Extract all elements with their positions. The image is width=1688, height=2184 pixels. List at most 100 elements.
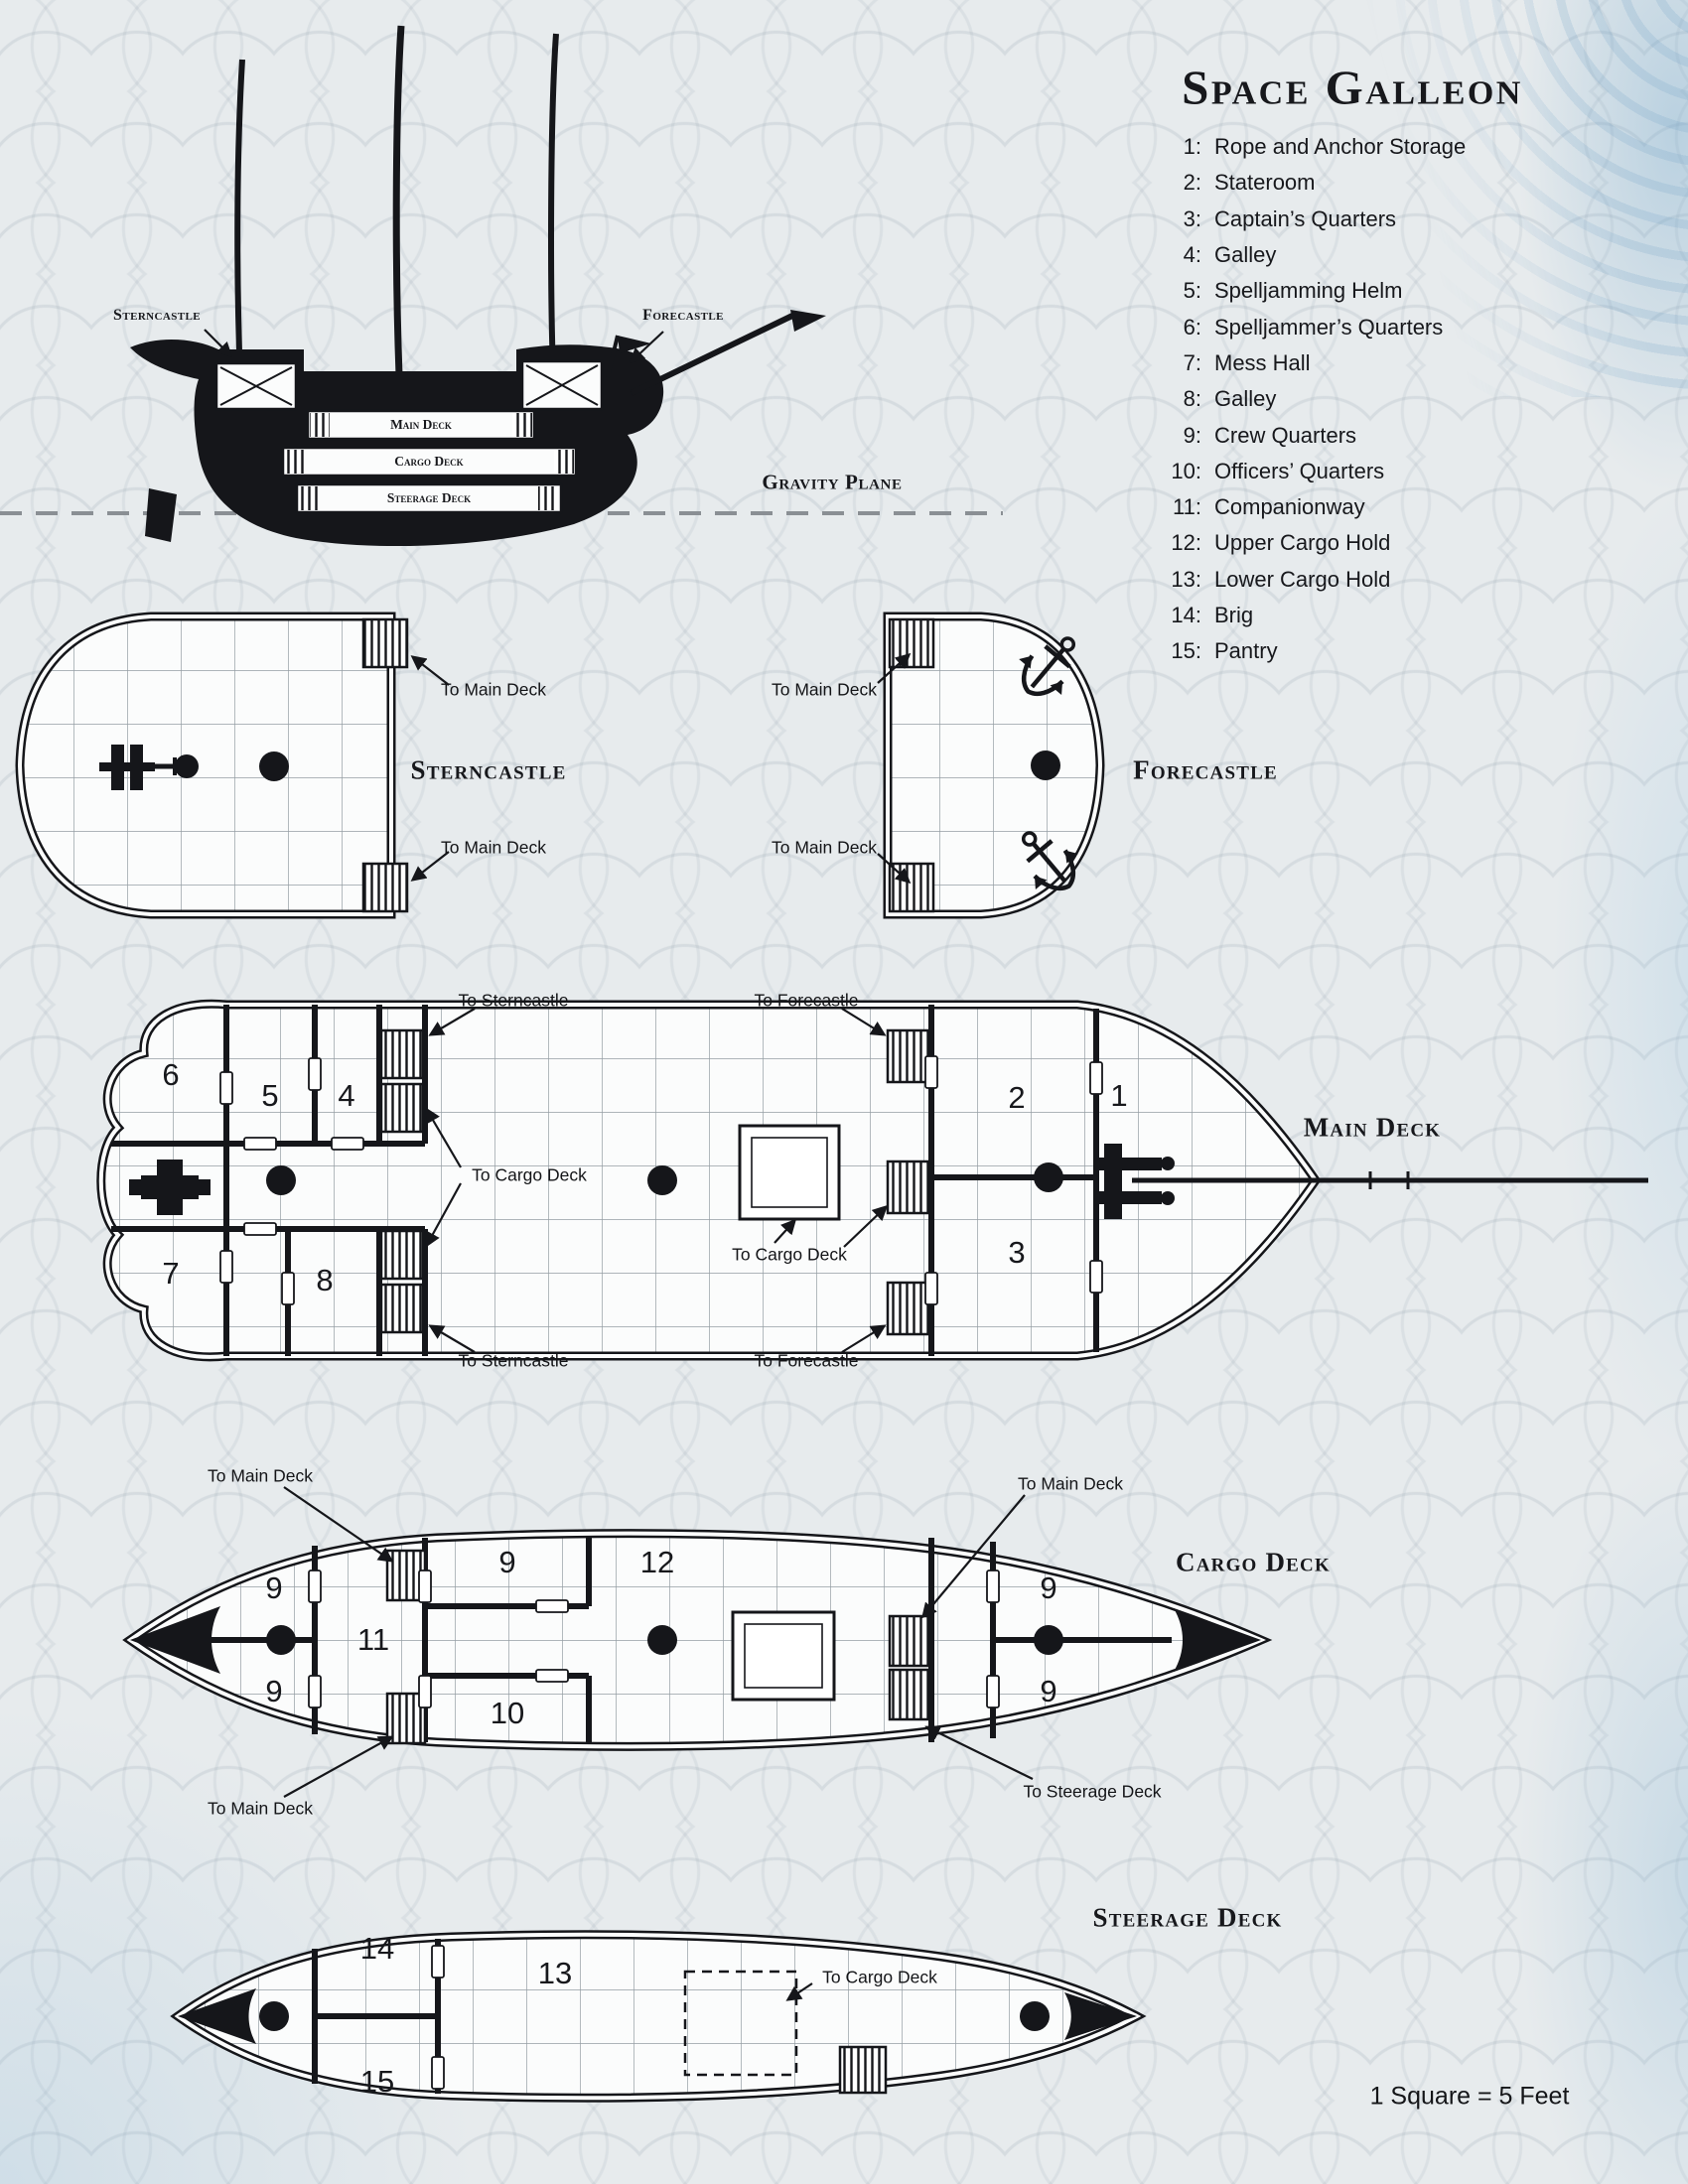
room-number-2: 2 bbox=[1008, 1080, 1026, 1115]
stairs-icon bbox=[379, 1028, 425, 1080]
cargo-hatch bbox=[738, 1124, 841, 1221]
to-main-deck-label: To Main Deck bbox=[440, 679, 547, 700]
legend-label: Rope and Anchor Storage bbox=[1214, 134, 1467, 160]
room-number-10: 10 bbox=[490, 1696, 525, 1730]
leader-arrow bbox=[785, 1982, 813, 2001]
stairs-icon bbox=[888, 1668, 931, 1721]
sterncastle-cabin bbox=[214, 361, 298, 411]
ballista-icon bbox=[99, 745, 177, 790]
room-number-12: 12 bbox=[639, 1545, 675, 1579]
legend-item: 2:Stateroom bbox=[1150, 165, 1466, 201]
leader-arrow bbox=[841, 1324, 887, 1353]
leader-arrow bbox=[425, 1182, 462, 1248]
to-forecastle-label: To Forecastle bbox=[754, 990, 859, 1011]
bowsprit-bitts bbox=[1096, 1144, 1175, 1219]
legend-label: Lower Cargo Hold bbox=[1214, 566, 1391, 592]
gravity-plane-label: Gravity Plane bbox=[762, 470, 903, 494]
to-main-deck-label: To Main Deck bbox=[771, 837, 878, 858]
forecastle-plan-title: Forecastle bbox=[1133, 754, 1278, 785]
legend-label: Officers’ Quarters bbox=[1214, 458, 1385, 483]
mast-dot bbox=[647, 1625, 677, 1655]
legend-item: 7:Mess Hall bbox=[1150, 345, 1466, 381]
stern-tip bbox=[178, 1988, 256, 2044]
stairs-icon bbox=[379, 1283, 425, 1334]
legend-item: 5:Spelljamming Helm bbox=[1150, 273, 1466, 309]
profile-forecastle-label: Forecastle bbox=[642, 307, 724, 324]
mast-dot bbox=[647, 1165, 677, 1195]
sterncastle-plan-title: Sterncastle bbox=[410, 754, 567, 785]
to-main-deck-label: To Main Deck bbox=[440, 837, 547, 858]
legend-number: 2: bbox=[1183, 170, 1201, 196]
legend-item: 14:Brig bbox=[1150, 598, 1466, 633]
legend-number: 9: bbox=[1183, 422, 1201, 448]
room-number-7: 7 bbox=[162, 1256, 180, 1291]
room-number-6: 6 bbox=[162, 1057, 180, 1092]
stairs-icon bbox=[886, 1160, 931, 1215]
cargo-hatch bbox=[731, 1610, 836, 1702]
to-forecastle-label: To Forecastle bbox=[754, 1350, 859, 1371]
legend-number: 11: bbox=[1173, 494, 1201, 520]
profile-cargo-deck-strip-label: Cargo Deck bbox=[394, 454, 464, 469]
room-number-14: 14 bbox=[359, 1931, 395, 1966]
door-markers bbox=[308, 1570, 1000, 1708]
legend-item: 15:Pantry bbox=[1150, 633, 1466, 669]
main-deck-plan-title: Main Deck bbox=[1303, 1112, 1442, 1143]
room-number-9: 9 bbox=[265, 1674, 283, 1708]
room-number-15: 15 bbox=[359, 2064, 395, 2099]
steerage-deck-plan-title: Steerage Deck bbox=[1092, 1902, 1283, 1933]
room-number-9: 9 bbox=[1040, 1674, 1057, 1708]
to-cargo-deck-label: To Cargo Deck bbox=[732, 1244, 847, 1265]
leader-arrow bbox=[283, 1735, 394, 1798]
legend-number: 13: bbox=[1171, 566, 1201, 592]
legend-number: 12: bbox=[1171, 530, 1201, 556]
leader-arrow bbox=[877, 853, 912, 885]
profile-steerage-deck-strip-label: Steerage Deck bbox=[386, 490, 472, 505]
stairs-icon bbox=[361, 862, 409, 913]
to-cargo-deck-label: To Cargo Deck bbox=[822, 1967, 937, 1987]
leader-arrow bbox=[924, 1725, 1034, 1780]
legend-number: 8: bbox=[1183, 386, 1201, 412]
room-number-8: 8 bbox=[316, 1263, 334, 1297]
mast-dot bbox=[1031, 751, 1060, 780]
legend-item: 8: Galley bbox=[1150, 381, 1466, 417]
legend-label: Brig bbox=[1214, 603, 1254, 627]
to-steerage-deck-label: To Steerage Deck bbox=[1023, 1781, 1162, 1802]
room-number-11: 11 bbox=[356, 1622, 390, 1657]
leader-arrow bbox=[877, 652, 912, 684]
stairs-icon bbox=[888, 1614, 931, 1668]
legend-item: 1:Rope and Anchor Storage bbox=[1150, 129, 1467, 165]
cargo-opening-dashed bbox=[683, 1970, 798, 2077]
bow-tip bbox=[1064, 1992, 1137, 2040]
profile-view bbox=[0, 25, 1003, 547]
legend-item: 3:Captain’s Quarters bbox=[1150, 202, 1466, 237]
mast-dot bbox=[266, 1165, 296, 1195]
bow-tip bbox=[1174, 1608, 1261, 1672]
leader-arrow bbox=[428, 1324, 476, 1353]
room-number-3: 3 bbox=[1008, 1235, 1026, 1270]
stairs-icon bbox=[379, 1082, 425, 1134]
bowsprit-spar bbox=[630, 313, 794, 396]
legend-label: Spelljammer’s Quarters bbox=[1214, 314, 1444, 340]
to-sterncastle-label: To Sterncastle bbox=[458, 990, 569, 1011]
legend-label: Galley bbox=[1214, 386, 1277, 412]
room-number-13: 13 bbox=[537, 1956, 573, 1990]
mast-dot bbox=[175, 754, 199, 778]
leader-arrow bbox=[204, 329, 233, 358]
mast-dot bbox=[259, 751, 289, 781]
deck-grid bbox=[178, 1934, 1137, 2099]
legend-label: Pantry bbox=[1214, 638, 1278, 664]
leader-arrow bbox=[629, 331, 664, 364]
legend-item: 13: Lower Cargo Hold bbox=[1150, 562, 1466, 598]
legend-item: 12:Upper Cargo Hold bbox=[1150, 525, 1466, 561]
room-number-4: 4 bbox=[338, 1078, 355, 1113]
profile-main-deck-strip-label: Main Deck bbox=[390, 417, 452, 432]
door-markers bbox=[219, 1055, 1103, 1305]
legend-label: Galley bbox=[1214, 242, 1277, 268]
masts bbox=[234, 25, 559, 380]
leader-arrow bbox=[843, 1204, 889, 1248]
leader-arrow bbox=[410, 851, 450, 882]
cargo-deck-plan-title: Cargo Deck bbox=[1176, 1547, 1331, 1577]
stairs-icon bbox=[888, 617, 935, 669]
sterncastle-plan bbox=[15, 612, 450, 919]
